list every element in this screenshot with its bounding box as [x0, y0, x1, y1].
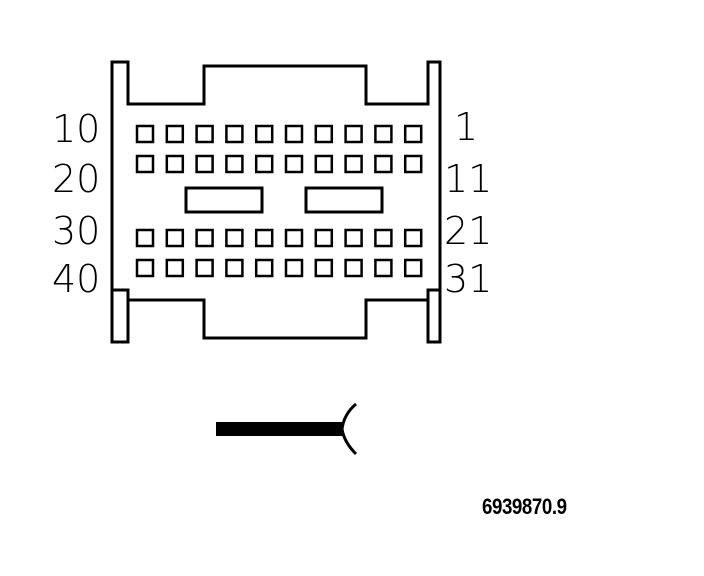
pin-cavity: [374, 228, 393, 248]
pin-cavity: [195, 258, 214, 278]
pin-label-left: 10: [52, 107, 100, 151]
pin-label-right: 11: [444, 157, 492, 201]
pin-cavity: [403, 228, 423, 248]
pin-cavity: [314, 258, 334, 278]
pin-label-right: 31: [444, 257, 492, 301]
connector-body: [110, 60, 442, 344]
pin-cavity: [165, 124, 185, 144]
pin-cavity: [344, 258, 363, 278]
harness-fork: [340, 402, 358, 456]
pin-cavity: [344, 124, 363, 144]
pin-cavity: [284, 154, 304, 174]
pin-label-right: 21: [444, 209, 492, 253]
pin-cavity: [284, 228, 304, 248]
pin-cavity: [225, 258, 244, 278]
pin-cavity: [195, 228, 214, 248]
pin-cavity: [284, 124, 304, 144]
harness-symbol: [216, 402, 358, 456]
pin-cavity: [344, 154, 363, 174]
pin-cavity: [374, 154, 393, 174]
right-latch: [426, 62, 442, 344]
pin-cavities: [135, 124, 423, 278]
pin-cavity: [254, 258, 274, 278]
pin-cavity: [314, 154, 334, 174]
pin-labels-right: 1 11 21 31: [444, 105, 492, 301]
pin-cavity: [284, 258, 304, 278]
pin-cavity: [225, 154, 244, 174]
pin-cavity: [403, 258, 423, 278]
pin-cavity: [403, 154, 423, 174]
pin-cavity: [165, 154, 185, 174]
pin-cavity: [165, 258, 185, 278]
pin-cavity: [195, 154, 214, 174]
pin-cavity: [135, 258, 155, 278]
pin-cavity: [225, 124, 244, 144]
pin-label-left: 30: [52, 209, 100, 253]
figure-reference-code: 6939870.9: [482, 494, 567, 519]
harness-bar: [216, 422, 342, 436]
pin-label-right: 1: [454, 105, 478, 149]
pin-cavity: [344, 228, 363, 248]
pin-cavity: [135, 154, 155, 174]
pin-cavity: [314, 124, 334, 144]
pin-cavity: [225, 228, 244, 248]
key-slot-right: [304, 186, 384, 214]
key-slot-left: [184, 186, 264, 214]
pin-cavity: [374, 124, 393, 144]
pin-cavity: [254, 124, 274, 144]
pin-label-left: 20: [52, 157, 100, 201]
pin-label-left: 40: [52, 257, 100, 301]
pin-cavity: [314, 228, 334, 248]
connector-outline: [110, 60, 442, 340]
pin-cavity: [135, 228, 155, 248]
pin-labels-left: 10 20 30 40: [52, 107, 100, 301]
pin-cavity: [374, 258, 393, 278]
pin-cavity: [165, 228, 185, 248]
pin-cavity: [254, 154, 274, 174]
pin-cavity: [135, 124, 155, 144]
pin-cavity: [195, 124, 214, 144]
left-latch: [110, 62, 130, 344]
pin-cavity: [254, 228, 274, 248]
pin-cavity: [403, 124, 423, 144]
